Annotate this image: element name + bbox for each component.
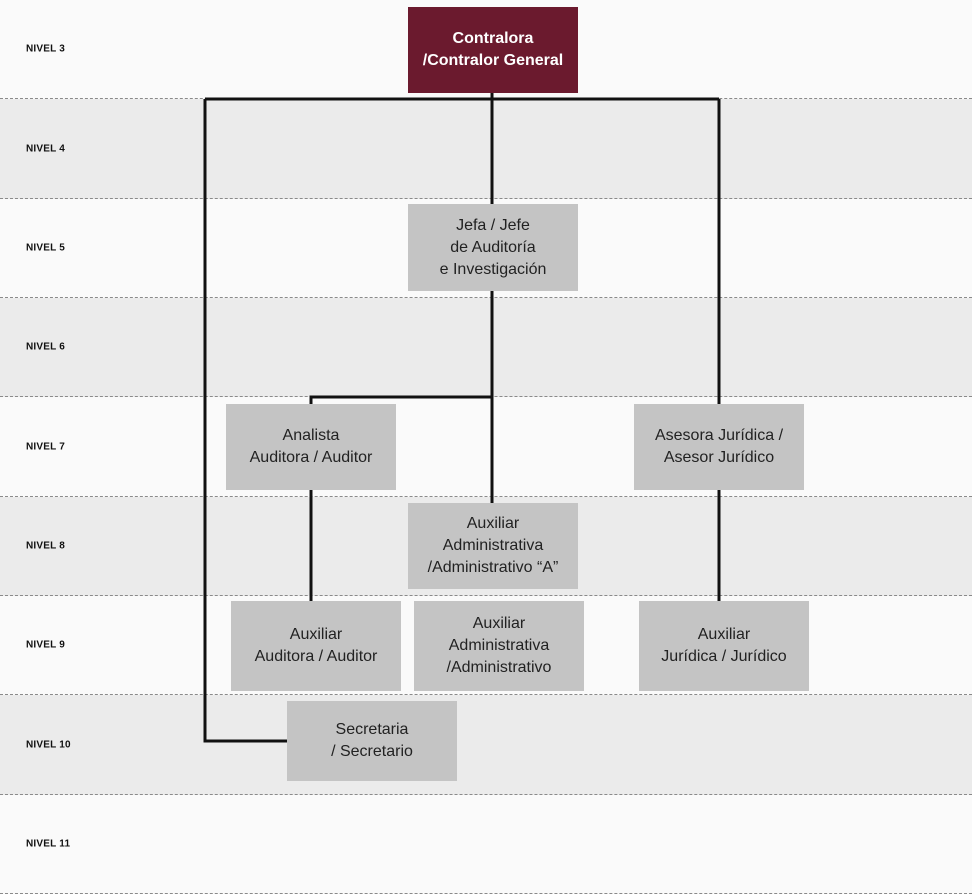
node-secretaria: Secretaria / Secretario: [287, 701, 457, 781]
level-label: NIVEL 9: [26, 639, 66, 651]
node-label: Auxiliar Administrativa /Administrativo …: [427, 515, 559, 576]
node-label: Contralora /Contralor General: [422, 30, 564, 69]
level-label: NIVEL 10: [26, 739, 71, 750]
level-label: NIVEL 5: [26, 242, 66, 254]
level-label: NIVEL 3: [26, 43, 66, 55]
level-band-7: NIVEL 7: [0, 397, 972, 497]
node-label: Jefa / Jefe de Auditoría e Investigación: [439, 216, 547, 278]
node-auxiliar-auditor: Auxiliar Auditora / Auditor: [231, 601, 401, 691]
level-band-10: NIVEL 10: [0, 695, 972, 795]
level-label: NIVEL 8: [26, 540, 66, 552]
node-label: Auxiliar Administrativa /Administrativo: [446, 615, 552, 676]
level-label: NIVEL 6: [26, 341, 66, 353]
level-band-6: NIVEL 6: [0, 298, 972, 397]
node-auxiliar-administrativo: Auxiliar Administrativa /Administrativo: [414, 601, 584, 691]
connector-to-secretaria: [203, 99, 287, 743]
node-label: Analista Auditora / Auditor: [249, 427, 373, 466]
node-asesor-juridico: Asesora Jurídica / Asesor Jurídico: [634, 404, 804, 490]
node-auxiliar-administrativo-a: Auxiliar Administrativa /Administrativo …: [408, 503, 578, 589]
node-label: Asesora Jurídica / Asesor Jurídico: [654, 427, 784, 466]
node-analista-auditor: Analista Auditora / Auditor: [226, 404, 396, 490]
node-auxiliar-juridico: Auxiliar Jurídica / Jurídico: [639, 601, 809, 691]
level-label: NIVEL 11: [26, 838, 71, 850]
level-label: NIVEL 4: [26, 143, 66, 154]
level-band-4: NIVEL 4: [0, 99, 972, 199]
level-label: NIVEL 7: [26, 441, 66, 452]
connector-to-analista: [309, 395, 492, 404]
node-contralor-general: Contralora /Contralor General: [408, 7, 578, 93]
node-label: Auxiliar Auditora / Auditor: [254, 626, 378, 665]
node-label: Secretaria / Secretario: [331, 721, 413, 760]
node-label: Auxiliar Jurídica / Jurídico: [661, 626, 787, 665]
node-jefe-auditoria: Jefa / Jefe de Auditoría e Investigación: [408, 204, 578, 291]
